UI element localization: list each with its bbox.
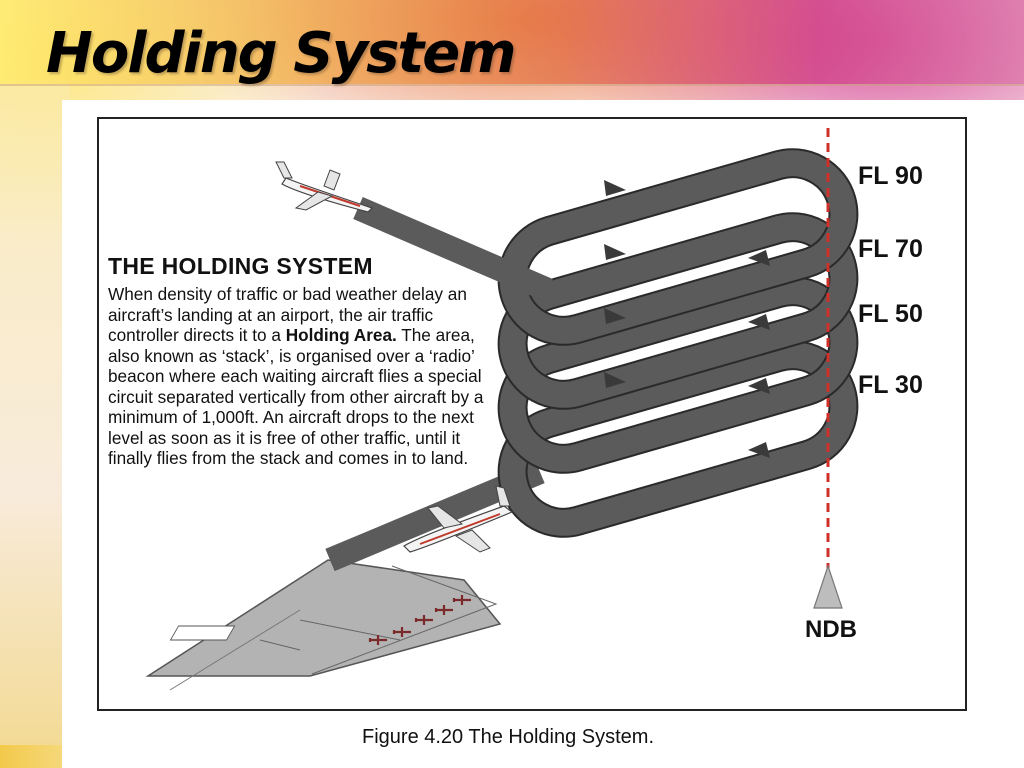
ndb-beacon-icon: [813, 564, 843, 609]
description-heading: THE HOLDING SYSTEM: [108, 253, 373, 279]
holding-system-description: THE HOLDING SYSTEM When density of traff…: [108, 252, 498, 469]
slide-title: Holding System: [46, 21, 517, 86]
flight-level-label: FL 90: [858, 162, 923, 190]
airport-runway: [145, 559, 502, 691]
description-text-part-2: The area, also known as ‘stack’, is orga…: [108, 325, 484, 468]
left-decorative-glow: [0, 80, 70, 768]
direction-arrows: [604, 180, 770, 458]
arriving-aircraft-icon: [275, 161, 374, 213]
description-bold-term: Holding Area.: [285, 325, 397, 345]
description-text-part-1: When density of traffic or bad weather d…: [108, 284, 467, 345]
inbound-track: [353, 196, 553, 302]
flight-level-label: FL 70: [858, 235, 923, 263]
header-divider: [0, 84, 1024, 86]
holding-stack: [497, 148, 859, 538]
figure-caption: Figure 4.20 The Holding System.: [362, 726, 655, 748]
ndb-label: NDB: [805, 616, 857, 643]
landing-aircraft-icon: [403, 485, 514, 553]
header-band: [0, 0, 1024, 84]
flight-level-label: FL 30: [858, 371, 923, 399]
footer-accent-bar: [0, 745, 62, 768]
description-body: When density of traffic or bad weather d…: [108, 284, 498, 469]
flight-level-label: FL 50: [858, 300, 923, 328]
